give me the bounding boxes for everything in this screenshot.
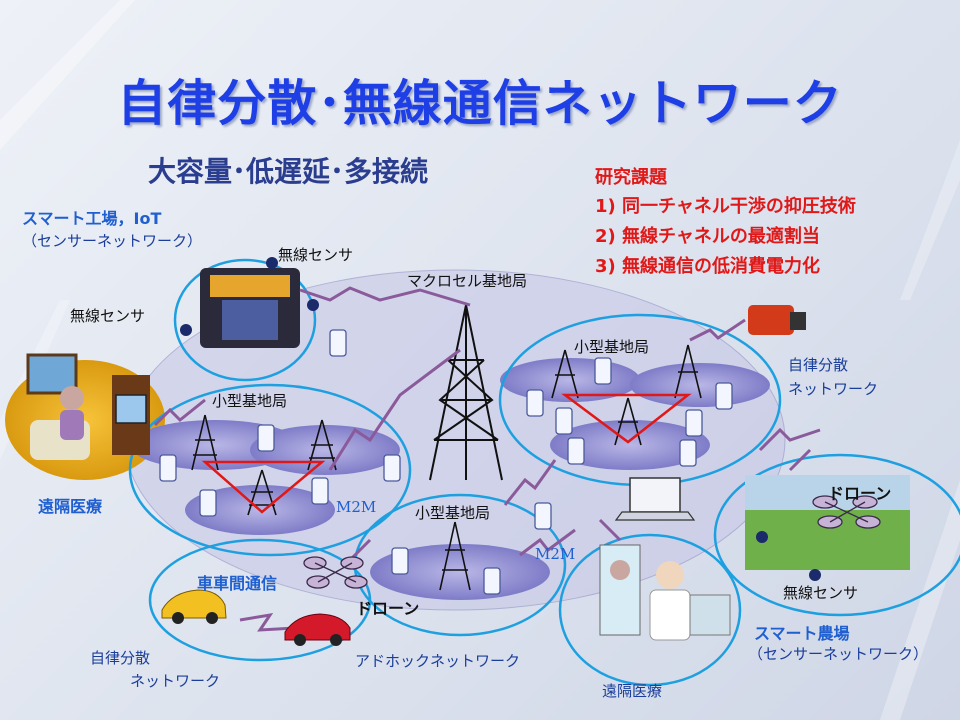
label-autonomous-network: 自律分散 [90, 649, 151, 667]
label-adhoc-network: アドホックネットワーク [355, 652, 521, 670]
label-small-cell: 小型基地局 [574, 338, 650, 356]
label-wireless-sensor: 無線センサ [70, 307, 146, 325]
macro-tower-icon [429, 304, 503, 481]
drone-icon [812, 495, 881, 529]
page-title: 自律分散･無線通信ネットワーク [117, 75, 843, 132]
label-v2v: 車車間通信 [197, 574, 278, 593]
research-heading: 研究課題 [595, 167, 667, 188]
sensor-dot [809, 569, 821, 581]
label-remote-medical: 遠隔医療 [602, 682, 663, 700]
factory-ring [173, 258, 317, 382]
label-drone: ドローン [356, 599, 420, 618]
label-wireless-sensor: 無線センサ [783, 584, 859, 602]
small-tower-icon [191, 414, 219, 471]
label-m2m: M2M [336, 498, 377, 516]
label-smart-factory: スマート工場，IoT [22, 209, 162, 228]
interference-triangle [201, 460, 326, 514]
elderly-person-icon [60, 386, 84, 410]
research-item-3: 3) 無線通信の低消費電力化 [595, 256, 821, 277]
telemedicine-picture [599, 544, 731, 641]
research-item-1: 1) 同一チャネル干渉の抑圧技術 [595, 196, 856, 217]
window-picture [26, 353, 78, 395]
red-car-icon [284, 613, 351, 646]
label-drone: ドローン [828, 484, 892, 503]
label-small-cell: 小型基地局 [212, 392, 288, 410]
drone-icon [303, 556, 368, 589]
adhoc-ring [148, 538, 372, 662]
small-cell-disc [550, 420, 710, 470]
label-autonomous-network-2: ネットワーク [788, 380, 879, 398]
wireless-links [153, 286, 851, 632]
label-remote-medical: 遠隔医療 [38, 497, 103, 516]
medical-ring [558, 533, 742, 687]
farm-ring [713, 453, 960, 617]
research-item-2: 2) 無線チャネルの最適割当 [595, 226, 820, 247]
label-autonomous-network: 自律分散 [788, 356, 849, 374]
small-cell-disc [370, 544, 550, 600]
label-sensor-network: （センサーネットワーク） [22, 232, 203, 250]
sensor-dot [180, 324, 192, 336]
yellow-car-icon [161, 589, 227, 624]
small-tower-icon [247, 469, 277, 516]
laptop-icon [614, 477, 696, 521]
video-camera-icon [748, 305, 806, 335]
small-cell-ring [128, 383, 412, 557]
small-tower-icon [614, 397, 642, 446]
interference-triangle [561, 393, 692, 444]
label-m2m: M2M [535, 545, 576, 563]
sensor-dot [307, 299, 319, 311]
label-macro-cell: マクロセル基地局 [407, 272, 528, 290]
sensor-dot [266, 257, 278, 269]
small-tower-icon [439, 521, 471, 591]
label-autonomous-network-2: ネットワーク [130, 672, 221, 690]
sensor-dot [756, 531, 768, 543]
small-tower-icon [307, 419, 337, 471]
label-smart-farm: スマート農場 [754, 624, 850, 643]
label-wireless-sensor: 無線センサ [278, 246, 354, 264]
label-small-cell: 小型基地局 [415, 504, 491, 522]
phone-icons [159, 329, 733, 595]
small-tower-icon [674, 344, 702, 399]
label-sensor-network: （センサーネットワーク） [748, 645, 929, 663]
small-tower-icon [551, 349, 579, 399]
small-cell-disc [630, 363, 770, 407]
page-subtitle: 大容量･低遅延･多接続 [148, 155, 429, 188]
